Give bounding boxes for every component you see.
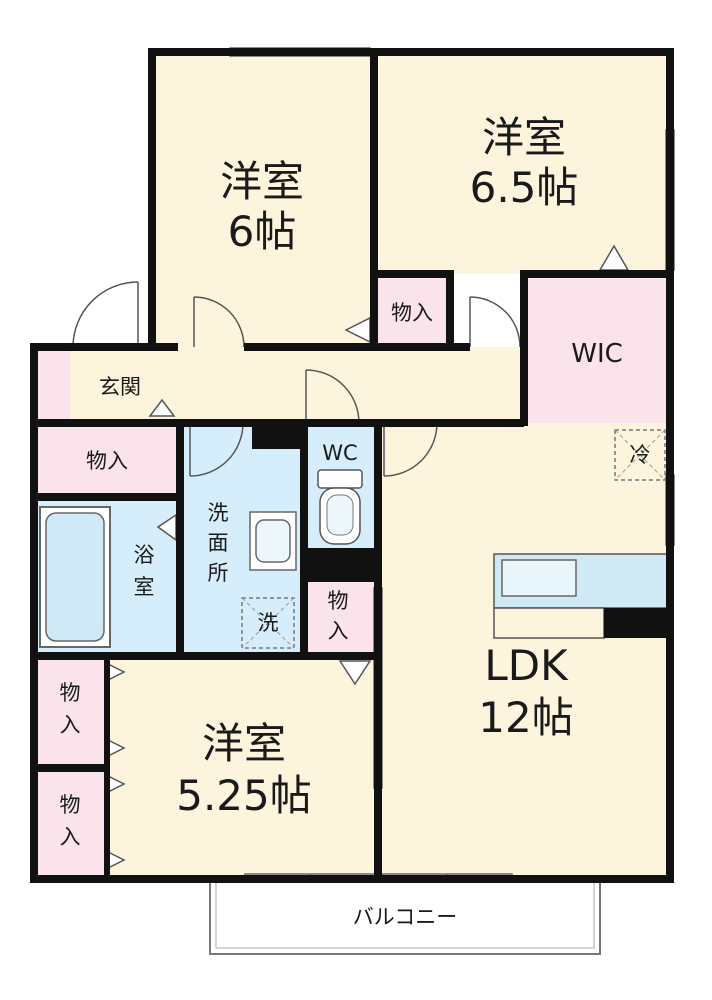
- room-label-6.5-name: 洋室: [482, 113, 566, 162]
- storage-top-floor: [374, 274, 450, 347]
- ldk-label-size: 12帖: [478, 693, 573, 742]
- western-room-6-floor: [152, 52, 374, 347]
- storage-mid-floor: [304, 578, 378, 656]
- toilet-label: WC: [322, 441, 357, 465]
- closet-2-label-1: 物: [60, 793, 81, 817]
- entrance-label: 玄関: [99, 375, 141, 399]
- closet-1-floor: [34, 656, 108, 768]
- fridge-label: 冷: [630, 443, 651, 467]
- toilet-fixture: [317, 469, 363, 545]
- walls: [30, 48, 674, 883]
- wic-label: WIC: [571, 339, 623, 369]
- closet-markers: [107, 244, 630, 870]
- storage-left-floor: [34, 423, 180, 497]
- balcony-label: バルコニー: [353, 905, 458, 929]
- washroom-label-2: 面: [208, 531, 229, 555]
- storage-left-label: 物入: [86, 449, 128, 473]
- washer-space: [241, 597, 295, 649]
- wic-floor: [524, 274, 670, 423]
- hallway-floor: [34, 347, 524, 423]
- washer-label: 洗: [258, 611, 279, 635]
- washroom-label-3: 所: [208, 561, 229, 585]
- entrance-floor: [34, 347, 70, 423]
- storage-top-label: 物入: [391, 301, 433, 325]
- room-label-6.5-size: 6.5帖: [470, 163, 579, 212]
- western-room-6.5-floor: [374, 52, 670, 274]
- room-labels: 洋室 6帖 洋室 6.5帖 洋室 5.25帖 LDK 12帖 WIC 玄関 WC…: [60, 113, 651, 929]
- closet-2-label-2: 入: [60, 825, 81, 849]
- room-label-6-size: 6帖: [228, 207, 297, 256]
- door-swings: [72, 281, 521, 477]
- closet-1-label-2: 入: [60, 713, 81, 737]
- storage-mid-label-2: 入: [328, 619, 349, 643]
- bathtub: [39, 506, 111, 648]
- room-label-5.25-name: 洋室: [202, 719, 286, 768]
- washroom-label-1: 洗: [208, 501, 229, 525]
- fridge-space: [614, 429, 666, 481]
- sink: [249, 511, 297, 571]
- kitchen-counter: [493, 553, 671, 639]
- closet-1-label-1: 物: [60, 681, 81, 705]
- ldk-label-name: LDK: [484, 641, 569, 690]
- bath-label-2: 室: [134, 575, 155, 599]
- closet-2-floor: [34, 768, 108, 878]
- bath-label-1: 浴: [134, 543, 155, 567]
- room-label-5.25-size: 5.25帖: [176, 771, 312, 820]
- balcony: [209, 877, 601, 955]
- room-label-6-name: 洋室: [220, 157, 304, 206]
- ldk-floor: [378, 423, 670, 878]
- storage-mid-label-1: 物: [328, 589, 349, 613]
- western-room-5.25-floor: [108, 656, 378, 878]
